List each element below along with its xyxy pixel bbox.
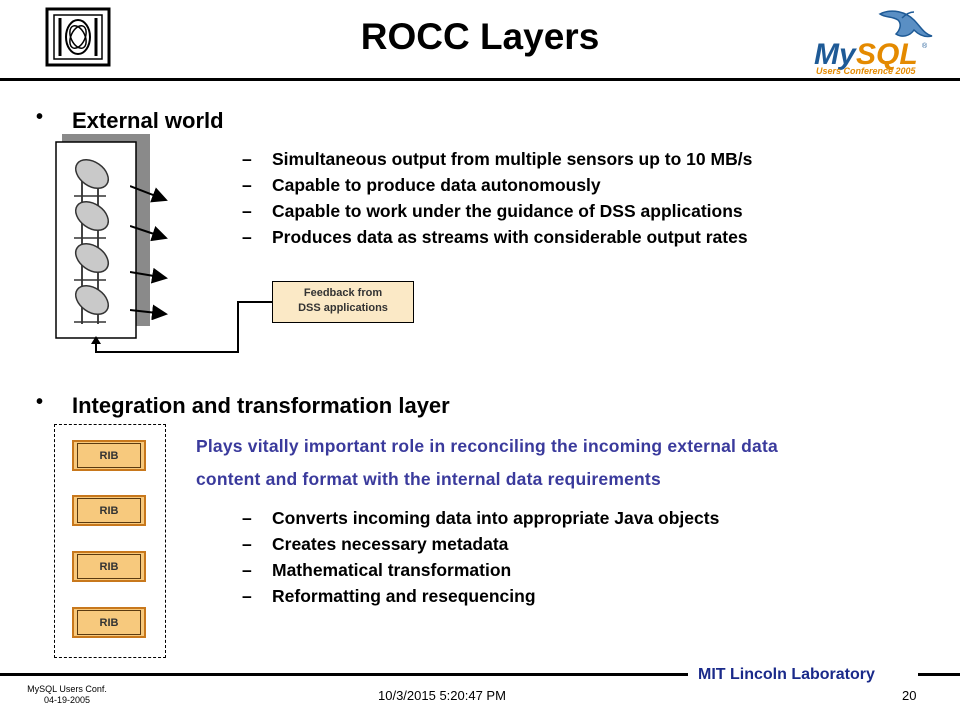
description-line-1: Plays vitally important role in reconcil… xyxy=(196,436,778,456)
dolphin-icon: My SQL ® xyxy=(814,10,933,71)
rib-box: RIB xyxy=(72,551,146,582)
list-item: –Mathematical transformation xyxy=(242,560,512,580)
rib-box: RIB xyxy=(72,607,146,638)
footer-divider-left xyxy=(0,673,688,676)
list-item: –Creates necessary metadata xyxy=(242,534,509,554)
lincoln-lab-logo xyxy=(45,7,111,67)
title-divider xyxy=(0,78,960,81)
slide-title: ROCC Layers xyxy=(360,16,600,57)
rib-box: RIB xyxy=(72,495,146,526)
list-item: –Simultaneous output from multiple senso… xyxy=(242,149,753,169)
footer-conference: MySQL Users Conf. 04-19-2005 xyxy=(22,684,112,706)
footer-lab-name: MIT Lincoln Laboratory xyxy=(698,666,875,683)
section-heading-external-world: External world xyxy=(72,108,224,133)
svg-text:®: ® xyxy=(922,42,928,50)
feedback-box: Feedback from DSS applications xyxy=(272,281,414,323)
svg-text:SQL: SQL xyxy=(856,38,918,71)
mysql-logo: My SQL ® Users Conference 2005 xyxy=(806,6,950,82)
feedback-line-2: DSS applications xyxy=(298,302,388,314)
list-item: –Converts incoming data into appropriate… xyxy=(242,508,720,528)
list-item: –Produces data as streams with considera… xyxy=(242,227,748,247)
integration-list: –Converts incoming data into appropriate… xyxy=(242,505,719,609)
svg-text:My: My xyxy=(814,38,857,71)
bullet-icon: • xyxy=(36,391,44,413)
list-item: –Reformatting and resequencing xyxy=(242,586,536,606)
description-line-2: content and format with the internal dat… xyxy=(196,469,661,489)
footer-divider-right xyxy=(918,673,960,676)
list-item: –Capable to produce data autonomously xyxy=(242,175,601,195)
feedback-arrow xyxy=(91,301,272,353)
sensor-output-arrows xyxy=(130,185,168,320)
rib-container xyxy=(54,424,166,658)
list-item: –Capable to work under the guidance of D… xyxy=(242,201,743,221)
sensor-array-diagram xyxy=(55,134,150,339)
feedback-line-1: Feedback from xyxy=(303,287,383,299)
bullet-icon: • xyxy=(36,106,44,128)
satellite-dish-icon xyxy=(74,158,110,324)
external-world-list: –Simultaneous output from multiple senso… xyxy=(242,146,752,250)
rib-box: RIB xyxy=(72,440,146,471)
section-heading-integration: Integration and transformation layer xyxy=(72,393,450,418)
footer-conf-name: MySQL Users Conf. xyxy=(27,684,107,694)
footer-timestamp: 10/3/2015 5:20:47 PM xyxy=(378,688,506,703)
integration-description: Plays vitally important role in reconcil… xyxy=(196,430,778,496)
logo-tagline: Users Conference 2005 xyxy=(816,66,916,76)
footer-conf-date: 04-19-2005 xyxy=(43,695,91,705)
page-number: 20 xyxy=(902,688,917,703)
